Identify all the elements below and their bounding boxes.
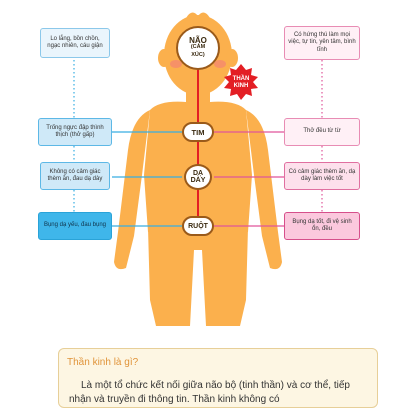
right-box-intestine-text: Bụng dạ tốt, đi vệ sinh ổn, đều (292, 218, 352, 232)
nerve-starburst (224, 64, 258, 100)
right-arm-shape (246, 110, 282, 270)
right-cheek-blush (214, 60, 226, 68)
brain-label-line-1: NÃO (189, 35, 207, 45)
body-silhouette (114, 12, 282, 326)
right-box-heart-text: Thở đều từ từ (303, 128, 341, 135)
right-ear (226, 49, 238, 67)
brain-node: NÃO (CẢM XÚC) (176, 26, 220, 70)
right-box-stomach-text: Có cảm giác thèm ăn, dạ dày làm việc tốt (288, 168, 356, 182)
explanation-title: Thần kinh là gì? (67, 357, 139, 368)
brain-label-line-2: (CẢM (190, 44, 206, 51)
right-box-heart: Thở đều từ từ (284, 118, 360, 146)
right-box-brain: Có hứng thú làm mọi việc, tự tin, yên tâ… (284, 26, 360, 60)
pink-connectors (214, 56, 323, 227)
left-ear (158, 49, 170, 67)
right-box-intestine: Bụng dạ tốt, đi vệ sinh ổn, đều (284, 212, 360, 240)
nerve-label-line-1: THẦN (232, 76, 250, 82)
left-box-brain: Lo lắng, bồn chồn, ngạc nhiên, cáu giận (40, 28, 110, 58)
blue-connectors (73, 56, 182, 227)
hair-tuft (186, 12, 210, 18)
left-cheek-blush (170, 60, 182, 68)
explanation-body: Là một tổ chức kết nối giữa não bộ (tinh… (69, 380, 350, 405)
heart-node: TIM (182, 122, 214, 142)
left-arm-shape (114, 110, 150, 270)
left-box-heart-text: Trống ngực đập thình thịch (thở gấp) (46, 124, 104, 138)
brain-label-line-3: XÚC) (191, 51, 205, 58)
left-box-stomach-text: Không có cảm giác thèm ăn, đau dạ dày (47, 168, 103, 182)
left-box-intestine-text: Bụng dạ yếu, đau bụng (43, 222, 107, 229)
explanation-card: Thần kinh là gì? Là một tổ chức kết nối … (58, 348, 378, 408)
intestine-node: RUỘT (182, 216, 214, 236)
intestine-label: RUỘT (188, 222, 208, 230)
left-box-stomach: Không có cảm giác thèm ăn, đau dạ dày (40, 162, 110, 190)
left-box-brain-text: Lo lắng, bồn chồn, ngạc nhiên, cáu giận (47, 35, 103, 49)
heart-label: TIM (191, 127, 205, 137)
right-box-brain-text: Có hứng thú làm mọi việc, tự tin, yên tâ… (288, 32, 356, 53)
legs-shape (148, 228, 248, 326)
right-box-stomach: Có cảm giác thèm ăn, dạ dày làm việc tốt (284, 162, 360, 190)
left-box-heart: Trống ngực đập thình thịch (thở gấp) (38, 118, 112, 146)
stomach-node: DẠ DÀY (184, 164, 212, 190)
stomach-label-line-2: DÀY (190, 177, 206, 184)
nerve-label: THẦN KINH (226, 76, 256, 90)
left-box-intestine: Bụng dạ yếu, đau bụng (38, 212, 112, 240)
nerve-label-line-2: KINH (233, 83, 249, 89)
stomach-label-line-1: DẠ (192, 169, 204, 177)
